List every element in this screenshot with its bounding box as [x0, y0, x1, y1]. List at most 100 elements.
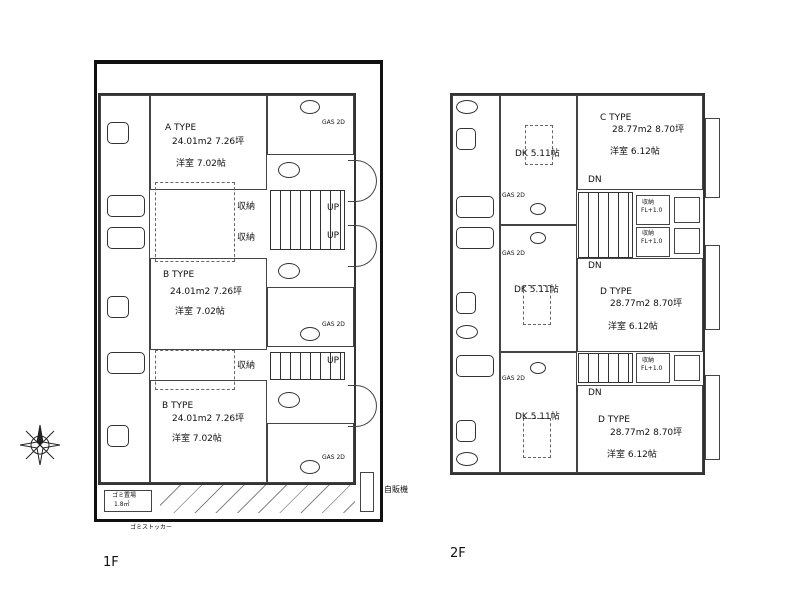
storage	[636, 195, 670, 225]
washbasin	[456, 292, 476, 314]
unit-area: 24.01m2 7.26坪	[172, 414, 245, 424]
toilet	[456, 325, 478, 339]
bicycle-parking	[160, 485, 355, 513]
kitchen	[267, 95, 354, 155]
garbage-area	[104, 490, 152, 512]
dk-label: DK 5.11帖	[515, 412, 560, 422]
unit-area: 28.77m2 8.70坪	[610, 428, 683, 438]
balcony	[705, 245, 720, 330]
loft-area	[155, 350, 235, 390]
kitchen	[267, 287, 354, 347]
gas-label: GAS 2D	[502, 375, 525, 382]
north-arrow-icon	[19, 424, 61, 466]
unit-type: D TYPE	[600, 287, 632, 297]
sink	[530, 232, 546, 244]
vending-machine-label: 自販機	[384, 485, 408, 494]
garbage-stocker-label: ゴミストッカー	[130, 524, 173, 531]
table-outline	[523, 418, 551, 458]
sink	[300, 327, 320, 341]
up-label: UP	[327, 231, 340, 241]
western-room	[577, 95, 703, 190]
storage-label: 収納	[642, 199, 655, 206]
western-room	[577, 258, 703, 352]
ac-unit	[674, 197, 700, 223]
dk-room	[500, 225, 577, 352]
bathtub	[107, 227, 145, 249]
unit-type: C TYPE	[600, 113, 632, 123]
ac-unit	[674, 228, 700, 254]
storage-label: 収納	[237, 361, 256, 371]
up-label: UP	[327, 356, 340, 366]
gas-label: GAS 2D	[502, 250, 525, 257]
building-outline-1f	[98, 93, 356, 485]
storage-label: 収納	[237, 202, 256, 212]
building-outline-2f	[450, 93, 705, 475]
kitchen	[267, 423, 354, 483]
floor-2-label: 2F	[450, 546, 466, 561]
unit-area: 24.01m2 7.26坪	[170, 287, 243, 297]
dk-label: DK 5.11帖	[514, 285, 559, 295]
unit-type: D TYPE	[598, 415, 630, 425]
staircase	[578, 353, 633, 383]
bathtub	[107, 195, 145, 217]
unit-type: A TYPE	[165, 123, 197, 133]
site-boundary	[94, 60, 383, 522]
toilet	[456, 452, 478, 466]
sink	[530, 362, 546, 374]
gas-label: GAS 2D	[322, 454, 345, 461]
balcony	[705, 118, 720, 198]
bathtub	[456, 355, 494, 377]
room-b2	[150, 380, 267, 483]
dn-label: DN	[588, 388, 602, 398]
washbasin	[107, 122, 129, 144]
staircase	[270, 352, 345, 380]
sink	[300, 100, 320, 114]
table-outline	[525, 125, 553, 165]
unit-room: 洋室 7.02帖	[176, 159, 226, 169]
vending-machine	[360, 472, 374, 512]
unit-area: 28.77m2 8.70坪	[610, 299, 683, 309]
bathtub	[107, 352, 145, 374]
sink	[530, 203, 546, 215]
washbasin	[456, 420, 476, 442]
garbage-area-size: 1.8㎡	[114, 501, 130, 508]
storage	[636, 353, 670, 383]
dn-label: DN	[588, 175, 602, 185]
staircase	[270, 190, 345, 250]
gas-label: GAS 2D	[502, 192, 525, 199]
up-label: UP	[327, 203, 340, 213]
gas-label: GAS 2D	[322, 321, 345, 328]
wet-area	[452, 95, 500, 473]
staircase	[578, 192, 633, 258]
wet-area	[100, 95, 150, 483]
washbasin	[107, 425, 129, 447]
unit-room: 洋室 6.12帖	[607, 450, 657, 460]
bathtub	[456, 196, 494, 218]
unit-type: B TYPE	[163, 270, 195, 280]
storage-level: FL+1.0	[641, 238, 663, 245]
toilet	[456, 100, 478, 114]
dn-label: DN	[588, 261, 602, 271]
unit-type: B TYPE	[162, 401, 194, 411]
storage	[636, 227, 670, 257]
dk-room	[500, 352, 577, 473]
dk-room	[500, 95, 577, 225]
bathtub	[456, 227, 494, 249]
dk-label: DK 5.11帖	[515, 149, 560, 159]
unit-room: 洋室 6.12帖	[610, 147, 660, 157]
loft-area	[155, 182, 235, 262]
toilet	[278, 392, 300, 408]
storage-label: 収納	[237, 233, 256, 243]
room-b1	[150, 258, 267, 350]
balcony	[705, 375, 720, 460]
floor-1-label: 1F	[103, 555, 119, 570]
gas-label: GAS 2D	[322, 119, 345, 126]
storage-label: 収納	[642, 230, 655, 237]
unit-room: 洋室 6.12帖	[608, 322, 658, 332]
unit-room: 洋室 7.02帖	[172, 434, 222, 444]
toilet	[278, 162, 300, 178]
room-a	[150, 95, 267, 190]
unit-room: 洋室 7.02帖	[175, 307, 225, 317]
sink	[300, 460, 320, 474]
unit-area: 28.77m2 8.70坪	[612, 125, 685, 135]
